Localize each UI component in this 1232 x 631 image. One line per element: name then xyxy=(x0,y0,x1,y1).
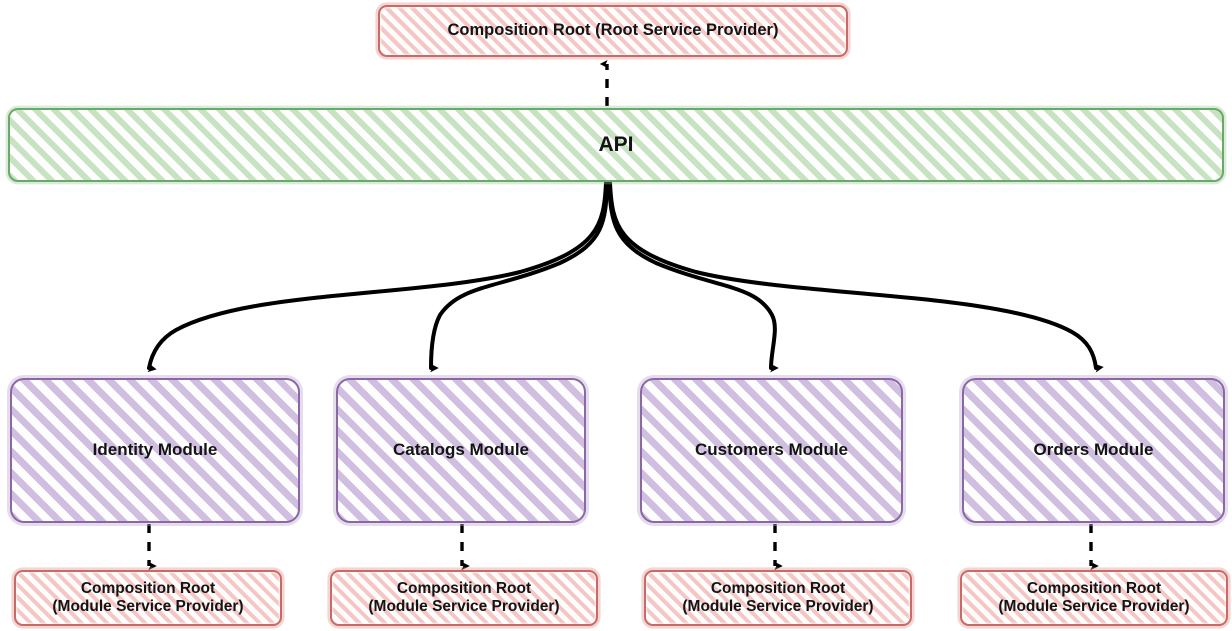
node-orders-composition-root[interactable]: Composition Root (Module Service Provide… xyxy=(960,570,1228,626)
node-catalogs-module[interactable]: Catalogs Module xyxy=(336,378,586,523)
node-customers-module[interactable]: Customers Module xyxy=(640,378,903,523)
root-composition-root-label: Composition Root (Root Service Provider) xyxy=(447,21,779,40)
customers-module-label: Customers Module xyxy=(694,440,849,460)
edge-api-to-identity-module xyxy=(147,181,608,373)
node-identity-composition-root[interactable]: Composition Root (Module Service Provide… xyxy=(14,570,282,626)
node-catalogs-composition-root[interactable]: Composition Root (Module Service Provide… xyxy=(330,570,598,626)
orders-module-label: Orders Module xyxy=(1033,440,1154,460)
customers-composition-root-label: Composition Root (Module Service Provide… xyxy=(682,579,874,615)
catalogs-module-label: Catalogs Module xyxy=(392,440,529,460)
api-label: API xyxy=(598,132,634,156)
node-identity-module[interactable]: Identity Module xyxy=(10,378,300,523)
identity-module-label: Identity Module xyxy=(92,440,218,460)
identity-composition-root-label: Composition Root (Module Service Provide… xyxy=(52,579,244,615)
catalogs-composition-root-label: Composition Root (Module Service Provide… xyxy=(368,579,560,615)
node-api[interactable]: API xyxy=(8,108,1224,182)
edge-api-to-catalogs-module xyxy=(429,181,609,373)
node-root-composition-root[interactable]: Composition Root (Root Service Provider) xyxy=(378,5,848,57)
node-orders-module[interactable]: Orders Module xyxy=(962,378,1225,523)
edge-api-to-orders-module xyxy=(608,181,1104,373)
node-customers-composition-root[interactable]: Composition Root (Module Service Provide… xyxy=(644,570,912,626)
orders-composition-root-label: Composition Root (Module Service Provide… xyxy=(998,579,1190,615)
edge-api-to-customers-module xyxy=(607,181,779,373)
